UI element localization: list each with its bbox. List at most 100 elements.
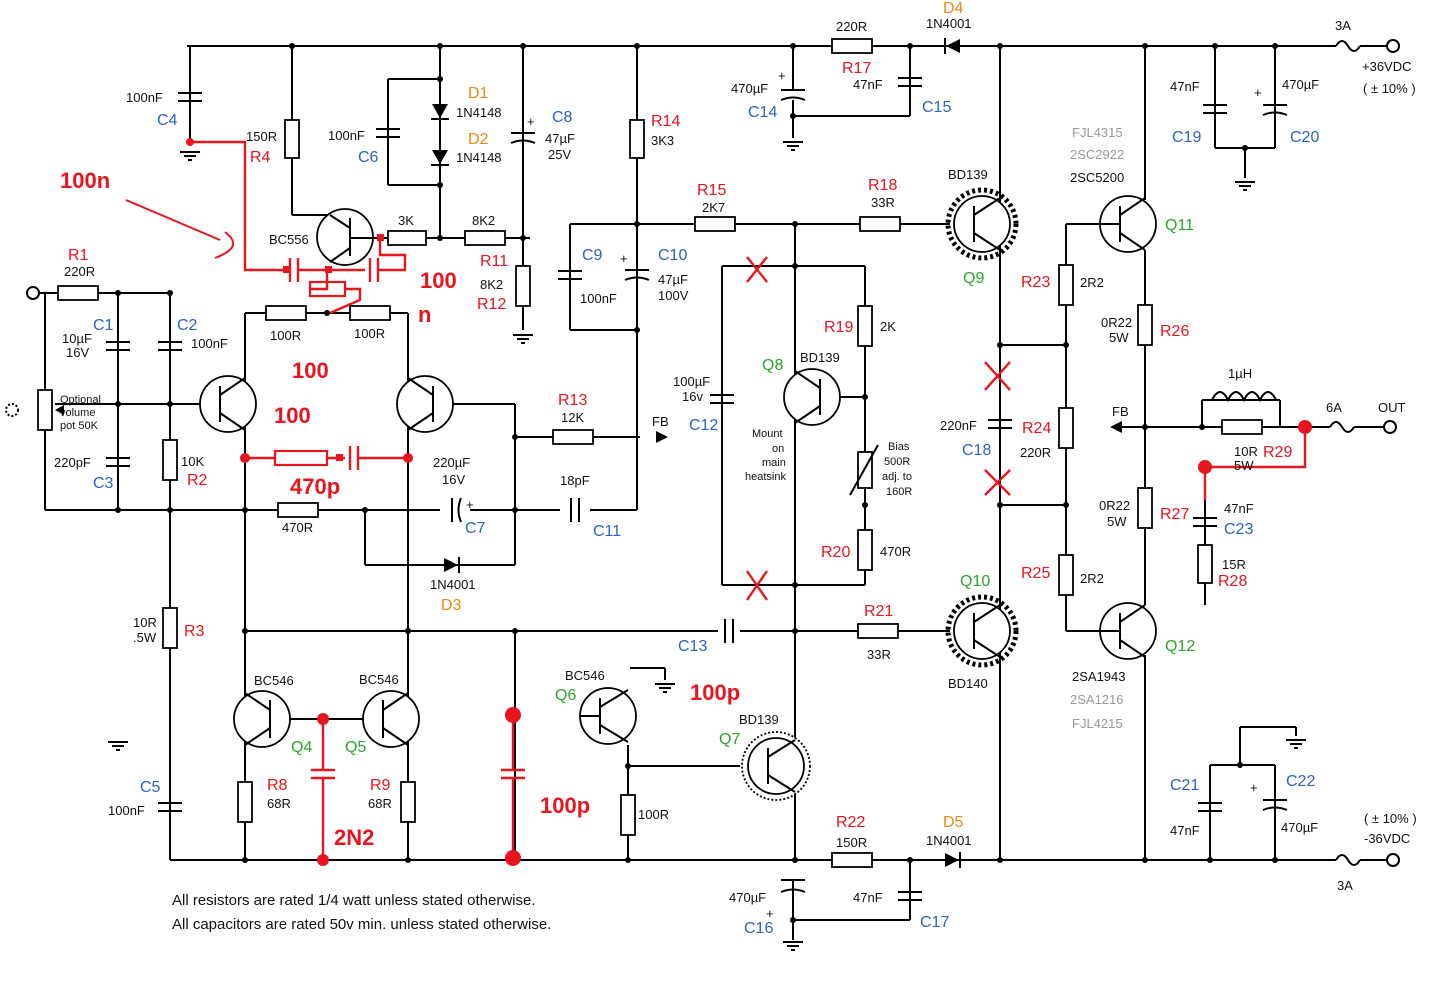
resistor-3k (387, 230, 427, 246)
svg-text:R28: R28 (1218, 573, 1247, 590)
cap-c23 (1193, 517, 1217, 527)
svg-text:100: 100 (292, 358, 329, 383)
svg-text:Bias: Bias (888, 441, 910, 453)
svg-text:R3: R3 (184, 623, 205, 640)
notes: All resistors are rated 1/4 watt unless … (172, 892, 551, 933)
svg-text:+: + (1254, 85, 1262, 100)
svg-text:BC546: BC546 (565, 668, 605, 683)
note-resistors: All resistors are rated 1/4 watt unless … (172, 892, 536, 909)
resistor-r13 (552, 429, 594, 445)
note-capacitors: All capacitors are rated 50v min. unless… (172, 916, 551, 933)
svg-text:+: + (466, 497, 474, 512)
svg-text:R17: R17 (842, 60, 871, 77)
svg-text:3A: 3A (1335, 18, 1351, 33)
resistor-r2 (162, 439, 178, 481)
svg-text:D3: D3 (441, 597, 462, 614)
svg-text:C18: C18 (962, 442, 991, 459)
grounds (107, 141, 1307, 951)
resistor-8k2-a (464, 230, 506, 246)
svg-text:Q6: Q6 (555, 687, 576, 704)
svg-text:C15: C15 (922, 99, 951, 116)
volume-pot (37, 389, 53, 431)
svg-text:R4: R4 (250, 149, 271, 166)
svg-text:C3: C3 (93, 475, 114, 492)
resistor-r1 (57, 285, 99, 301)
svg-text:150R: 150R (246, 129, 277, 144)
transistor-q9 (945, 187, 1019, 261)
svg-text:volume: volume (60, 407, 95, 419)
svg-text:C11: C11 (593, 523, 621, 540)
svg-text:n: n (418, 302, 431, 327)
fuse-out (1329, 421, 1355, 433)
svg-text:5W: 5W (1107, 514, 1127, 529)
svg-text:220R: 220R (1020, 445, 1051, 460)
svg-text:-36VDC: -36VDC (1364, 831, 1410, 846)
terminal-input (26, 286, 40, 300)
svg-text:100V: 100V (658, 288, 689, 303)
svg-text:R22: R22 (836, 814, 865, 831)
cap-c19 (1203, 104, 1227, 114)
fuse-top (1335, 40, 1361, 52)
capacitors (106, 77, 1288, 901)
svg-text:Q8: Q8 (762, 357, 783, 374)
svg-text:100nF: 100nF (191, 336, 228, 351)
svg-text:main: main (762, 457, 786, 469)
svg-text:Q11: Q11 (1165, 217, 1194, 234)
cap-c2 (158, 341, 182, 351)
svg-text:10K: 10K (181, 454, 204, 469)
svg-text:R24: R24 (1022, 420, 1051, 437)
svg-text:100R: 100R (354, 326, 385, 341)
svg-text:R23: R23 (1021, 274, 1050, 291)
transistor-q6 (579, 687, 637, 745)
fb-arrow-in (1110, 421, 1122, 433)
cap-c4 (178, 92, 202, 102)
svg-text:R21: R21 (864, 603, 893, 620)
svg-text:R14: R14 (651, 113, 680, 130)
svg-text:18pF: 18pF (560, 473, 590, 488)
svg-text:BC546: BC546 (254, 673, 294, 688)
transistor-bc556 (316, 208, 380, 266)
svg-text:100nF: 100nF (328, 128, 365, 143)
resistor-r8 (237, 781, 253, 823)
svg-text:220µF: 220µF (433, 455, 470, 470)
svg-text:C21: C21 (1170, 777, 1199, 794)
cap-c5 (158, 802, 182, 812)
svg-text:C7: C7 (465, 520, 486, 537)
svg-text:100R: 100R (638, 807, 669, 822)
svg-text:BD140: BD140 (948, 676, 988, 691)
svg-text:FB: FB (652, 414, 669, 429)
transistor-q5 (362, 690, 420, 748)
diode-d3 (444, 558, 458, 572)
red-modifications (125, 138, 1312, 866)
resistor-r25 (1058, 554, 1074, 596)
svg-text:Q7: Q7 (719, 731, 740, 748)
svg-text:100p: 100p (540, 793, 590, 818)
svg-text:8K2: 8K2 (472, 213, 495, 228)
svg-text:100: 100 (274, 403, 311, 428)
cap-c11 (570, 498, 580, 522)
svg-text:470µF: 470µF (1282, 77, 1319, 92)
terminal-neg (1386, 853, 1400, 867)
svg-text:470µF: 470µF (1281, 820, 1318, 835)
svg-text:D1: D1 (468, 85, 489, 102)
svg-text:heatsink: heatsink (745, 471, 786, 483)
svg-text:2K7: 2K7 (702, 200, 725, 215)
svg-text:C20: C20 (1290, 129, 1319, 146)
svg-text:C22: C22 (1286, 773, 1315, 790)
svg-text:2K: 2K (880, 319, 896, 334)
svg-text:33R: 33R (867, 647, 891, 662)
svg-text:R27: R27 (1160, 506, 1189, 523)
inductor-l1 (1211, 391, 1277, 403)
svg-text:3K3: 3K3 (651, 133, 674, 148)
svg-text:R8: R8 (267, 777, 288, 794)
svg-text:2R2: 2R2 (1080, 275, 1104, 290)
cap-c10 (624, 269, 650, 281)
svg-text:Q10: Q10 (960, 573, 990, 590)
terminal-optional-input (5, 403, 19, 417)
svg-text:+: + (778, 68, 786, 83)
svg-text:47nF: 47nF (1170, 823, 1200, 838)
svg-text:220nF: 220nF (940, 418, 977, 433)
svg-text:100n: 100n (60, 168, 110, 193)
svg-text:R19: R19 (824, 319, 853, 336)
